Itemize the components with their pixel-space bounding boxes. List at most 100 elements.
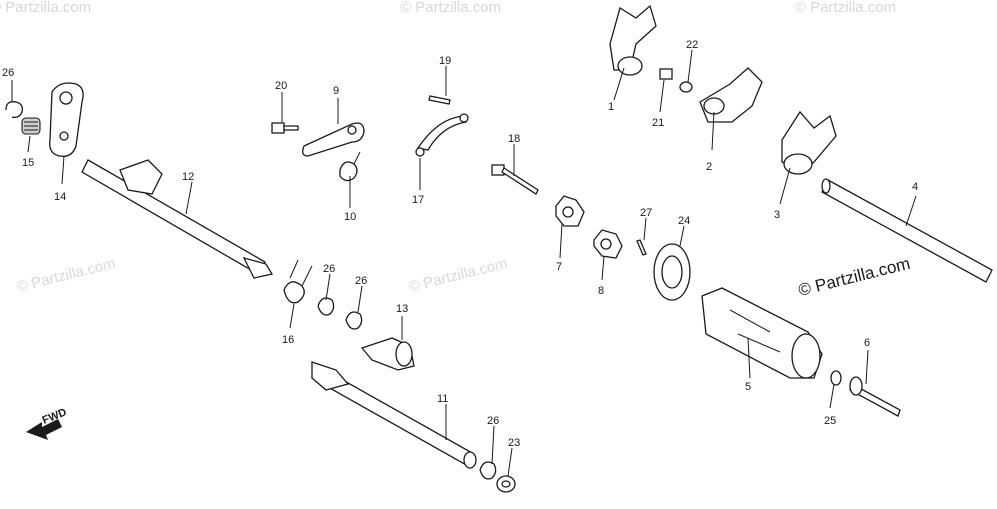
svg-text:11: 11 bbox=[437, 393, 448, 405]
callout-24: 24 bbox=[678, 215, 690, 247]
fwd-arrow-icon: FWD bbox=[26, 406, 68, 440]
svg-text:16: 16 bbox=[282, 334, 294, 346]
callout-23: 23 bbox=[507, 437, 520, 477]
callout-17: 17 bbox=[412, 158, 424, 206]
svg-text:20: 20 bbox=[275, 80, 287, 92]
part-23-washer bbox=[496, 475, 516, 493]
svg-text:19: 19 bbox=[439, 55, 451, 67]
part-22-washer bbox=[679, 81, 693, 93]
svg-text:2: 2 bbox=[706, 161, 712, 173]
corner-watermark: © Partzilla.com bbox=[796, 254, 912, 300]
part-13-collar bbox=[360, 337, 415, 371]
watermarks: © Partzilla.com © Partzilla.com © Partzi… bbox=[0, 0, 896, 296]
callout-18: 18 bbox=[508, 133, 520, 176]
svg-text:15: 15 bbox=[22, 157, 34, 169]
svg-text:22: 22 bbox=[686, 39, 698, 51]
svg-text:12: 12 bbox=[182, 171, 194, 183]
part-25-washer bbox=[830, 370, 842, 386]
callout-26: 26 bbox=[487, 415, 499, 465]
part-26-clip bbox=[479, 461, 497, 480]
svg-text:18: 18 bbox=[508, 133, 520, 145]
svg-text:14: 14 bbox=[54, 191, 66, 203]
part-15-spring bbox=[21, 117, 41, 135]
svg-text:8: 8 bbox=[598, 285, 604, 297]
part-11-shaft bbox=[311, 361, 477, 469]
callout-12: 12 bbox=[182, 171, 194, 215]
callout-20: 20 bbox=[275, 80, 287, 122]
callout-9: 9 bbox=[333, 85, 339, 124]
callout-16: 16 bbox=[282, 303, 295, 346]
part-4-shaft bbox=[821, 178, 993, 283]
svg-text:7: 7 bbox=[556, 261, 562, 273]
callout-10: 10 bbox=[344, 176, 356, 223]
part-1-fork bbox=[609, 4, 657, 76]
svg-text:26: 26 bbox=[487, 415, 499, 427]
part-24-bearing bbox=[653, 243, 691, 301]
callout-7: 7 bbox=[556, 223, 563, 273]
part-9-arm bbox=[302, 122, 365, 157]
svg-text:5: 5 bbox=[745, 381, 751, 393]
callout-26: 26 bbox=[323, 263, 335, 301]
watermark: © Partzilla.com bbox=[0, 0, 91, 16]
watermark: © Partzilla.com bbox=[15, 255, 117, 296]
callout-13: 13 bbox=[396, 303, 408, 340]
part-19-screw bbox=[428, 95, 451, 105]
svg-text:26: 26 bbox=[323, 263, 335, 275]
callouts: 1 2 3 4 5 6 7 8 9 10 11 12 13 14 15 16 1… bbox=[2, 39, 918, 477]
part-26-clip bbox=[5, 101, 24, 119]
part-8-plate bbox=[593, 229, 623, 259]
callout-21: 21 bbox=[652, 79, 665, 129]
part-27-pin bbox=[636, 239, 647, 256]
callout-27: 27 bbox=[640, 207, 652, 241]
svg-text:25: 25 bbox=[824, 415, 836, 427]
callout-15: 15 bbox=[22, 135, 34, 169]
callout-6: 6 bbox=[864, 337, 870, 385]
svg-text:26: 26 bbox=[355, 275, 367, 287]
svg-text:24: 24 bbox=[678, 215, 690, 227]
callout-26: 26 bbox=[355, 275, 367, 313]
svg-text:26: 26 bbox=[2, 67, 14, 79]
part-16-spring bbox=[283, 259, 313, 304]
callout-14: 14 bbox=[54, 155, 66, 203]
callout-25: 25 bbox=[824, 383, 836, 427]
part-21-bolt bbox=[659, 68, 673, 80]
svg-text:3: 3 bbox=[774, 209, 780, 221]
svg-text:9: 9 bbox=[333, 85, 339, 97]
callout-8: 8 bbox=[598, 255, 605, 297]
part-2-fork bbox=[699, 67, 763, 123]
svg-text:13: 13 bbox=[396, 303, 408, 315]
watermark: © Partzilla.com bbox=[407, 255, 509, 296]
svg-text:1: 1 bbox=[608, 101, 614, 113]
watermark: © Partzilla.com bbox=[795, 0, 896, 16]
part-12-shaft bbox=[81, 159, 274, 279]
callout-26: 26 bbox=[2, 67, 14, 102]
callout-2: 2 bbox=[706, 111, 715, 173]
part-18-bolt bbox=[491, 164, 539, 195]
svg-text:17: 17 bbox=[412, 194, 424, 206]
watermark: © Partzilla.com bbox=[400, 0, 501, 16]
callout-11: 11 bbox=[437, 393, 448, 440]
part-20-bolt bbox=[271, 122, 299, 134]
svg-text:23: 23 bbox=[508, 437, 520, 449]
callout-4: 4 bbox=[905, 181, 918, 227]
callout-19: 19 bbox=[439, 55, 451, 96]
callout-5: 5 bbox=[745, 337, 751, 393]
svg-text:4: 4 bbox=[912, 181, 918, 193]
part-5-drum bbox=[701, 287, 823, 379]
part-10-spring bbox=[339, 151, 361, 182]
part-26-clip bbox=[317, 297, 335, 316]
part-7-cam bbox=[555, 195, 585, 227]
part-17-plate bbox=[415, 113, 469, 157]
part-6-pin bbox=[849, 376, 901, 417]
svg-text:21: 21 bbox=[652, 117, 664, 129]
callout-22: 22 bbox=[686, 39, 698, 83]
callout-1: 1 bbox=[608, 67, 625, 113]
part-3-fork bbox=[781, 110, 837, 175]
callout-3: 3 bbox=[774, 167, 791, 221]
svg-text:10: 10 bbox=[344, 211, 356, 223]
svg-text:27: 27 bbox=[640, 207, 652, 219]
svg-text:6: 6 bbox=[864, 337, 870, 349]
part-14-plate bbox=[49, 82, 84, 157]
